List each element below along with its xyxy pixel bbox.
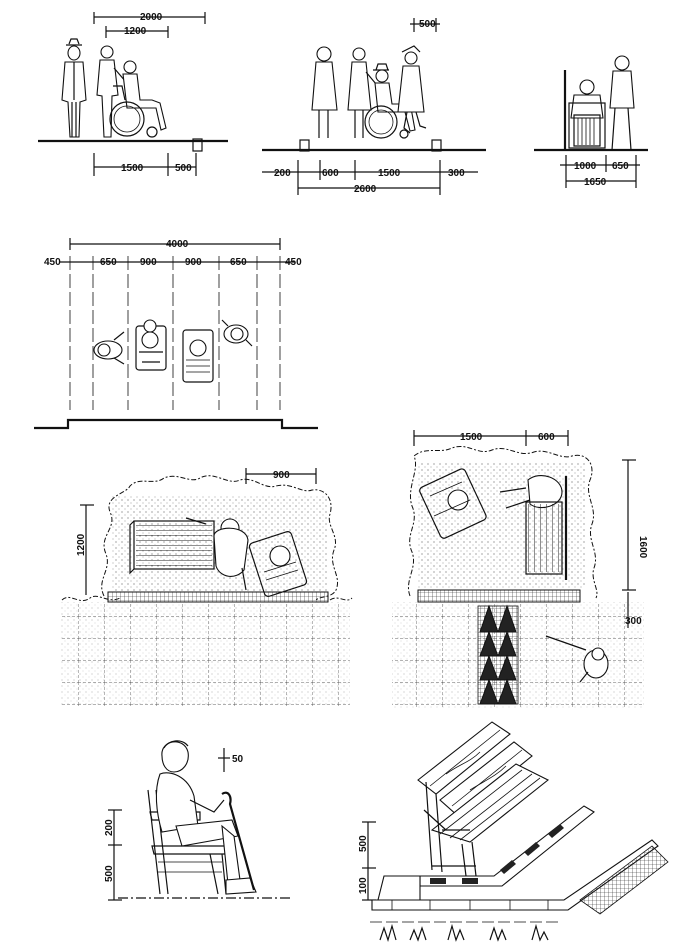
woman-with-hat-figure [397, 45, 427, 134]
dim-900-left: 900 [140, 257, 157, 268]
dim-1500-f: 1500 [460, 432, 483, 443]
dim-650-left: 650 [100, 257, 117, 268]
standing-pedestrian-figure-c [609, 55, 635, 151]
tactile-strip-f [417, 589, 581, 603]
dim-600-f: 600 [538, 432, 555, 443]
dim-900-right: 900 [185, 257, 202, 268]
wheelchair-plan-f [419, 468, 487, 539]
tactile-strip-e [107, 591, 329, 603]
kerb-edge-plan [34, 418, 318, 430]
dim-1000: 1000 [574, 161, 597, 172]
bench-seat [430, 763, 550, 843]
bench-plinth [419, 805, 595, 887]
seated-man-figure [155, 740, 257, 895]
tactile-guidance-path [477, 604, 519, 705]
dim-1650: 1650 [584, 177, 607, 188]
wheelchair-plan-2 [182, 329, 214, 383]
dim-900-e: 900 [273, 470, 290, 481]
dim-2000: 2000 [140, 12, 163, 23]
dim-1500: 1500 [121, 163, 144, 174]
dim-1600-f: 1600 [637, 536, 648, 559]
standing-man-figure [61, 38, 87, 138]
dim-650-right: 650 [230, 257, 247, 268]
dim-1500-b: 1500 [378, 168, 401, 179]
kerb-right [431, 139, 442, 152]
lane-lines [69, 256, 281, 410]
panel-b-wide-pavement-elevation: 500 [262, 18, 486, 195]
wheelchair-plan-1 [135, 319, 167, 371]
bench-backrest [417, 721, 533, 817]
panel-g-seated-person-elevation: 50 200 500 [104, 740, 290, 901]
dim-650: 650 [612, 161, 629, 172]
dim-100-h: 100 [358, 877, 369, 894]
pedestrian-with-cane-plan-f [545, 635, 609, 683]
panel-e-seating-bay-plan: 900 1200 [60, 468, 353, 706]
standing-person-pushing-figure [96, 45, 127, 138]
dim-50-g: 50 [232, 754, 244, 765]
pedestrian-plan-right [221, 319, 253, 347]
dim-500-g: 500 [104, 865, 115, 882]
wheelchair-user-front-figure [568, 79, 606, 149]
pedestrian-plan-left [93, 331, 125, 365]
dim-450-left: 450 [44, 257, 61, 268]
dim-2600: 2600 [354, 184, 377, 195]
panel-a-pavement-wheelchair-elevation: 2000 1200 [38, 12, 228, 176]
dim-500-h: 500 [358, 835, 369, 852]
dim-200: 200 [274, 168, 291, 179]
woman-figure-left [311, 46, 338, 138]
planting-border-f [408, 446, 598, 599]
kerb-left [299, 139, 310, 152]
paving-hatch-h [579, 845, 669, 915]
panel-c-narrow-pavement-with-wall: 1000 650 1650 [534, 55, 648, 188]
wheelchair-user-figure [109, 60, 167, 138]
dim-200-g: 200 [104, 819, 115, 836]
bench-frame [423, 781, 477, 877]
panel-h-bench-perspective: 500 100 [358, 721, 669, 943]
dim-300: 300 [448, 168, 465, 179]
panel-d-wide-walkway-plan: 4000 450 650 900 900 650 450 [34, 238, 318, 430]
dim-450-right: 450 [285, 257, 302, 268]
dim-4000: 4000 [166, 239, 189, 250]
kerb-block [192, 138, 203, 152]
dim-500-top: 500 [419, 19, 436, 30]
wheelchair-user-figure-b [364, 63, 416, 139]
bench-plan-e [129, 520, 215, 575]
walking-stick [221, 791, 256, 891]
woman-figure-pushing [347, 47, 377, 138]
dim-1200: 1200 [124, 26, 147, 37]
dim-600: 600 [322, 168, 339, 179]
dim-500: 500 [175, 163, 192, 174]
seated-person-plan-e [185, 517, 249, 591]
bench-plan-f [525, 476, 568, 580]
grass-tufts [379, 923, 549, 943]
raised-kerb-edge [371, 839, 659, 911]
panel-f-seating-bay-tactile: 1500 600 1600 300 [392, 430, 648, 708]
dim-1200-e: 1200 [76, 533, 87, 556]
wheelchair-plan-e [248, 531, 308, 597]
